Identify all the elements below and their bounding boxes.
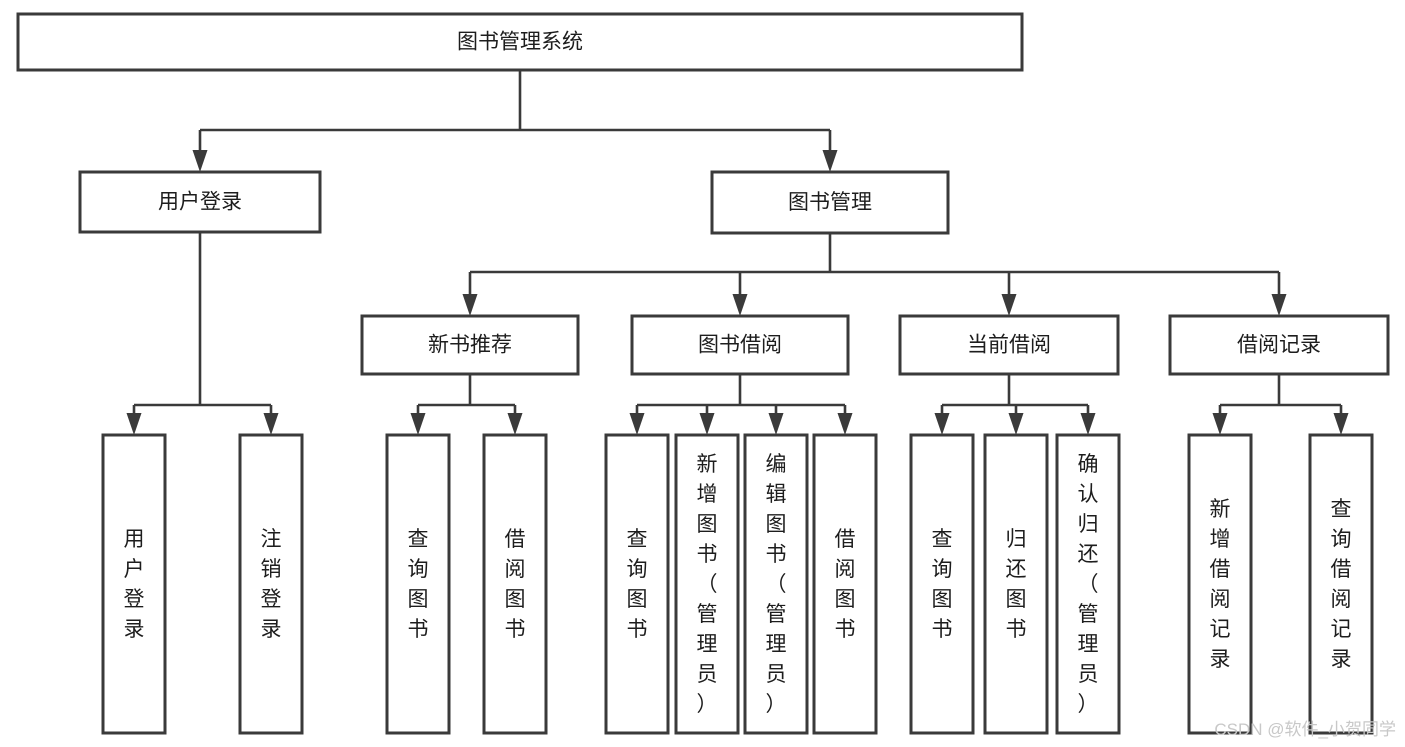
node-box[interactable]: [360, 314, 580, 376]
arrow-head-icon: [629, 413, 645, 435]
node-label: 查询图书: [408, 528, 429, 641]
arrow-head-icon: [410, 413, 426, 435]
node-leaf-add-book[interactable]: 新增图书（管理员）: [674, 433, 740, 735]
node-leaf-return-book[interactable]: 归还图书: [983, 433, 1049, 735]
node-leaf-query-book-recommend[interactable]: 查询图书: [385, 433, 451, 735]
connector-conn-current-to-leaves: [934, 374, 1096, 435]
node-box[interactable]: [16, 12, 1024, 72]
node-leaf-borrow-book[interactable]: 借阅图书: [812, 433, 878, 735]
node-box[interactable]: [674, 433, 740, 735]
node-box[interactable]: [812, 433, 878, 735]
node-box[interactable]: [743, 433, 809, 735]
node-leaf-query-book-current[interactable]: 查询图书: [909, 433, 975, 735]
arrow-head-icon: [837, 413, 853, 435]
node-box[interactable]: [1308, 433, 1374, 735]
arrow-head-icon: [768, 413, 784, 435]
node-label: 新增图书（管理员）: [697, 453, 718, 716]
node-label: 查询借阅记录: [1331, 498, 1352, 671]
node-label: 注销登录: [261, 528, 282, 641]
arrow-head-icon: [1212, 413, 1228, 435]
node-label: 归还图书: [1006, 528, 1027, 641]
node-label: 借阅记录: [1237, 334, 1321, 357]
node-leaf-add-borrow-record[interactable]: 新增借阅记录: [1187, 433, 1253, 735]
node-label: 编辑图书（管理员）: [766, 453, 787, 716]
arrow-head-icon: [462, 294, 478, 316]
arrow-head-icon: [507, 413, 523, 435]
connector-conn-user-login-to-leaves: [126, 232, 279, 435]
arrow-head-icon: [1271, 294, 1287, 316]
node-label: 图书管理系统: [457, 31, 583, 54]
node-box[interactable]: [1187, 433, 1253, 735]
arrow-head-icon: [126, 413, 142, 435]
node-borrow-record[interactable]: 借阅记录: [1168, 314, 1390, 376]
arrow-head-icon: [1001, 294, 1017, 316]
node-label: 当前借阅: [967, 334, 1051, 357]
node-new-book-recommend[interactable]: 新书推荐: [360, 314, 580, 376]
node-box[interactable]: [238, 433, 304, 735]
node-root[interactable]: 图书管理系统: [16, 12, 1024, 72]
node-box[interactable]: [1168, 314, 1390, 376]
node-book-borrow[interactable]: 图书借阅: [630, 314, 850, 376]
node-book-manage[interactable]: 图书管理: [710, 170, 950, 235]
node-user-login[interactable]: 用户登录: [78, 170, 322, 234]
node-label: 确认归还（管理员）: [1078, 453, 1099, 716]
arrow-head-icon: [1333, 413, 1349, 435]
node-label: 借阅图书: [505, 528, 526, 641]
node-box[interactable]: [710, 170, 950, 235]
node-leaf-logout[interactable]: 注销登录: [238, 433, 304, 735]
connector-layer: [126, 70, 1349, 435]
node-label: 图书借阅: [698, 334, 782, 357]
node-box[interactable]: [630, 314, 850, 376]
node-leaf-borrow-book-recommend[interactable]: 借阅图书: [482, 433, 548, 735]
connector-conn-borrow-to-leaves: [629, 374, 853, 435]
node-label: 新书推荐: [428, 334, 512, 357]
node-box[interactable]: [1055, 433, 1121, 735]
arrow-head-icon: [263, 413, 279, 435]
connector-conn-book-manage-to-level2: [462, 233, 1287, 316]
node-box[interactable]: [101, 433, 167, 735]
connector-conn-root-to-level1: [192, 70, 838, 172]
node-current-borrow[interactable]: 当前借阅: [898, 314, 1120, 376]
node-label: 查询图书: [932, 528, 953, 641]
node-leaf-confirm-return[interactable]: 确认归还（管理员）: [1055, 433, 1121, 735]
node-layer: 图书管理系统用户登录图书管理新书推荐图书借阅当前借阅借阅记录用户登录注销登录查询…: [16, 12, 1390, 735]
node-box[interactable]: [604, 433, 670, 735]
arrow-head-icon: [1080, 413, 1096, 435]
node-box[interactable]: [482, 433, 548, 735]
watermark-label: CSDN @软件_小贺同学: [1214, 720, 1396, 739]
node-leaf-query-borrow-record[interactable]: 查询借阅记录: [1308, 433, 1374, 735]
arrow-head-icon: [1008, 413, 1024, 435]
node-box[interactable]: [385, 433, 451, 735]
node-label: 查询图书: [627, 528, 648, 641]
arrow-head-icon: [732, 294, 748, 316]
node-box[interactable]: [898, 314, 1120, 376]
arrow-head-icon: [699, 413, 715, 435]
node-leaf-edit-book[interactable]: 编辑图书（管理员）: [743, 433, 809, 735]
node-leaf-query-book-borrow[interactable]: 查询图书: [604, 433, 670, 735]
node-label: 用户登录: [158, 191, 242, 214]
arrow-head-icon: [934, 413, 950, 435]
node-box[interactable]: [983, 433, 1049, 735]
connector-conn-recommend-to-leaves: [410, 374, 523, 435]
arrow-head-icon: [192, 150, 208, 172]
arrow-head-icon: [822, 150, 838, 172]
node-box[interactable]: [909, 433, 975, 735]
node-label: 新增借阅记录: [1210, 498, 1231, 671]
node-box[interactable]: [78, 170, 322, 234]
node-label: 借阅图书: [835, 528, 856, 641]
node-leaf-user-login[interactable]: 用户登录: [101, 433, 167, 735]
node-label: 用户登录: [124, 528, 145, 641]
connector-conn-record-to-leaves: [1212, 374, 1349, 435]
node-label: 图书管理: [788, 191, 872, 214]
